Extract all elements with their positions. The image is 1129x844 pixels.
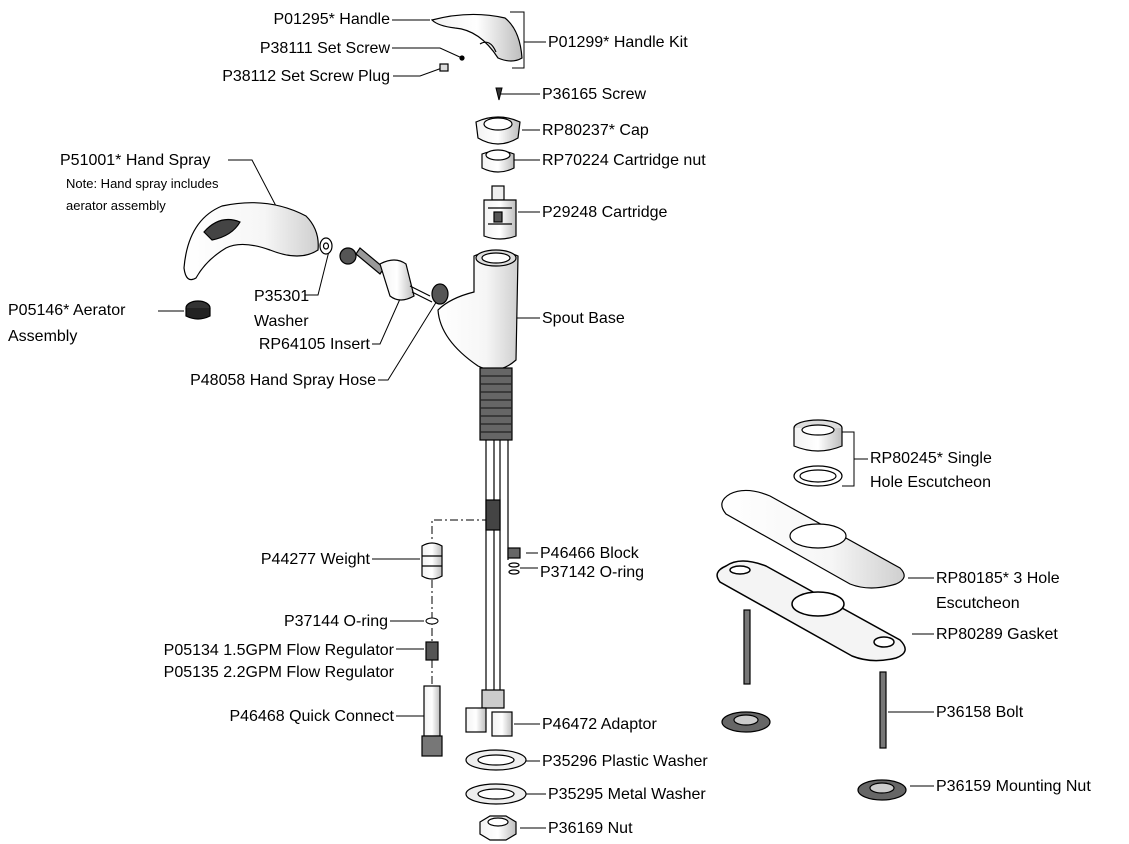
handle-part: [430, 13, 523, 72]
leader-insert: [372, 289, 405, 345]
label-three-escutcheon-2: Escutcheon: [936, 595, 1020, 612]
label-hand-spray-note-1: Note: Hand spray includes: [66, 176, 219, 191]
label-flow-22: P05135 2.2GPM Flow Regulator: [163, 664, 394, 681]
weight-part: [421, 542, 443, 580]
label-nut: P36169 Nut: [548, 820, 633, 837]
cap-part: [475, 116, 521, 145]
leader-hand-spray: [228, 159, 277, 207]
label-oring: P37144 O-ring: [283, 613, 388, 630]
label-flow-15: P05134 1.5GPM Flow Regulator: [163, 642, 394, 659]
label-cartridge-nut: RP70224 Cartridge nut: [542, 152, 706, 169]
label-oring-small: P37142 O-ring: [540, 564, 645, 581]
label-set-screw-plug: P38112 Set Screw Plug: [222, 68, 390, 85]
label-weight: P44277 Weight: [260, 551, 370, 568]
label-spout-base: Spout Base: [542, 310, 625, 327]
label-washer-2: Washer: [254, 313, 309, 330]
screw-part: [495, 87, 503, 101]
alignment-line: [431, 519, 490, 700]
label-cap: RP80237* Cap: [542, 122, 649, 139]
spout-base-part: [431, 249, 519, 441]
adaptor-parts: [465, 707, 513, 737]
quick-connect-part: [421, 685, 443, 757]
flow-regulator-part: [425, 641, 439, 661]
label-washer-1: P35301: [254, 288, 310, 305]
label-block: P46466 Block: [540, 545, 639, 562]
supply-lines: [481, 440, 509, 709]
label-bolt: P36158 Bolt: [936, 704, 1024, 721]
cartridge-nut-part: [481, 149, 515, 173]
single-escutcheon-part: [793, 419, 843, 487]
label-aerator-2: Assembly: [8, 328, 78, 345]
label-three-escutcheon-1: RP80185* 3 Hole: [936, 570, 1060, 587]
plastic-washer-part: [465, 749, 527, 771]
label-handle-kit: P01299* Handle Kit: [548, 34, 688, 51]
label-mounting-nut: P36159 Mounting Nut: [936, 778, 1091, 795]
block-part: [507, 547, 521, 575]
leader-set-screw: [392, 47, 463, 59]
metal-washer-part: [465, 783, 527, 805]
label-insert: RP64105 Insert: [258, 336, 370, 353]
label-single-escutcheon-2: Hole Escutcheon: [870, 474, 991, 491]
label-hand-spray-note-2: aerator assembly: [66, 198, 166, 213]
aerator-part: [185, 300, 211, 320]
label-screw: P36165 Screw: [542, 86, 647, 103]
gasket-part: [716, 560, 906, 662]
label-aerator-1: P05146* Aerator: [8, 302, 126, 319]
label-hose: P48058 Hand Spray Hose: [190, 372, 376, 389]
label-metal-washer: P35295 Metal Washer: [548, 786, 706, 803]
leader-hose: [378, 295, 441, 381]
label-set-screw: P38111 Set Screw: [259, 40, 390, 57]
three-escutcheon-part: [721, 489, 905, 589]
label-plastic-washer: P35296 Plastic Washer: [542, 753, 708, 770]
label-single-escutcheon-1: RP80245* Single: [870, 450, 992, 467]
nut-part: [479, 815, 517, 841]
bolt-parts: [743, 609, 887, 749]
leader-washer: [305, 246, 331, 296]
label-hand-spray: P51001* Hand Spray: [60, 152, 211, 169]
leader-set-screw-plug: [393, 67, 443, 77]
label-quick-connect: P46468 Quick Connect: [229, 708, 394, 725]
label-gasket: RP80289 Gasket: [936, 626, 1058, 643]
leader-single-escutcheon: [842, 431, 868, 487]
hand-spray-part: [183, 202, 433, 303]
label-adaptor: P46472 Adaptor: [542, 716, 657, 733]
leader-handle-kit: [510, 11, 546, 69]
mounting-nut-parts: [721, 711, 907, 801]
cartridge-part: [483, 185, 517, 240]
label-handle: P01295* Handle: [273, 11, 390, 28]
oring-part: [425, 617, 439, 625]
label-cartridge: P29248 Cartridge: [542, 204, 668, 221]
